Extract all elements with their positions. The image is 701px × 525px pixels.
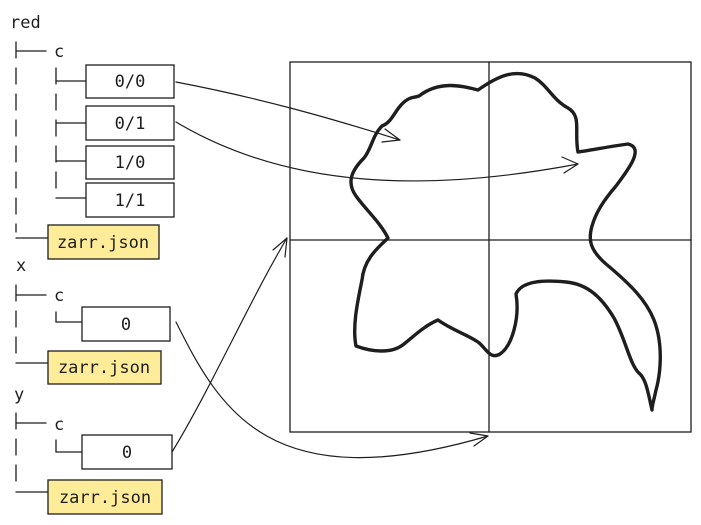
x-chunk-0-box xyxy=(81,306,171,342)
red-group: red c 0/0 0/1 1/0 1/1 zarr.json xyxy=(10,13,175,260)
arrow-red-0-1 xyxy=(175,121,579,182)
red-metadata-label: zarr.json xyxy=(57,233,149,253)
red-chunk-1-0-box xyxy=(85,145,175,180)
region-shape xyxy=(349,71,662,412)
red-metadata-box xyxy=(47,224,160,260)
red-chunk-1-1-label: 1/1 xyxy=(115,191,146,211)
y-metadata-box xyxy=(47,479,163,515)
x-metadata-label: zarr.json xyxy=(58,358,150,378)
arrow-y-0-head xyxy=(272,237,288,258)
arrow-red-0-0 xyxy=(175,81,401,141)
x-metadata-box xyxy=(47,350,162,385)
red-chunk-0-1-box xyxy=(85,105,175,141)
y-group: y c 0 zarr.json xyxy=(14,385,173,515)
red-chunk-1-0-label: 1/0 xyxy=(115,153,146,173)
arrows xyxy=(171,81,579,459)
x-label: x xyxy=(16,256,26,276)
red-chunk-1-1-box xyxy=(85,182,175,218)
y-chunk-0-box xyxy=(81,434,173,470)
arrow-red-0-1-head xyxy=(561,156,579,174)
red-chunk-0-1-label: 0/1 xyxy=(115,114,146,134)
arrow-x-0 xyxy=(175,321,489,459)
red-c-label: c xyxy=(54,42,64,62)
x-c-label: c xyxy=(54,286,64,306)
image-grid xyxy=(289,61,692,433)
y-label: y xyxy=(14,385,24,405)
red-label: red xyxy=(10,13,41,33)
image-frame xyxy=(289,61,692,433)
arrow-x-0-head xyxy=(469,432,489,447)
x-group: x c 0 zarr.json xyxy=(15,256,171,385)
red-chunk-0-0-box xyxy=(85,64,175,99)
arrow-y-0 xyxy=(171,237,288,453)
arrow-red-0-0-head xyxy=(381,128,401,143)
y-metadata-label: zarr.json xyxy=(59,488,151,508)
x-chunk-0-label: 0 xyxy=(121,315,131,335)
y-c-label: c xyxy=(54,415,64,435)
y-chunk-0-label: 0 xyxy=(122,443,132,463)
red-chunk-0-0-label: 0/0 xyxy=(115,72,146,92)
